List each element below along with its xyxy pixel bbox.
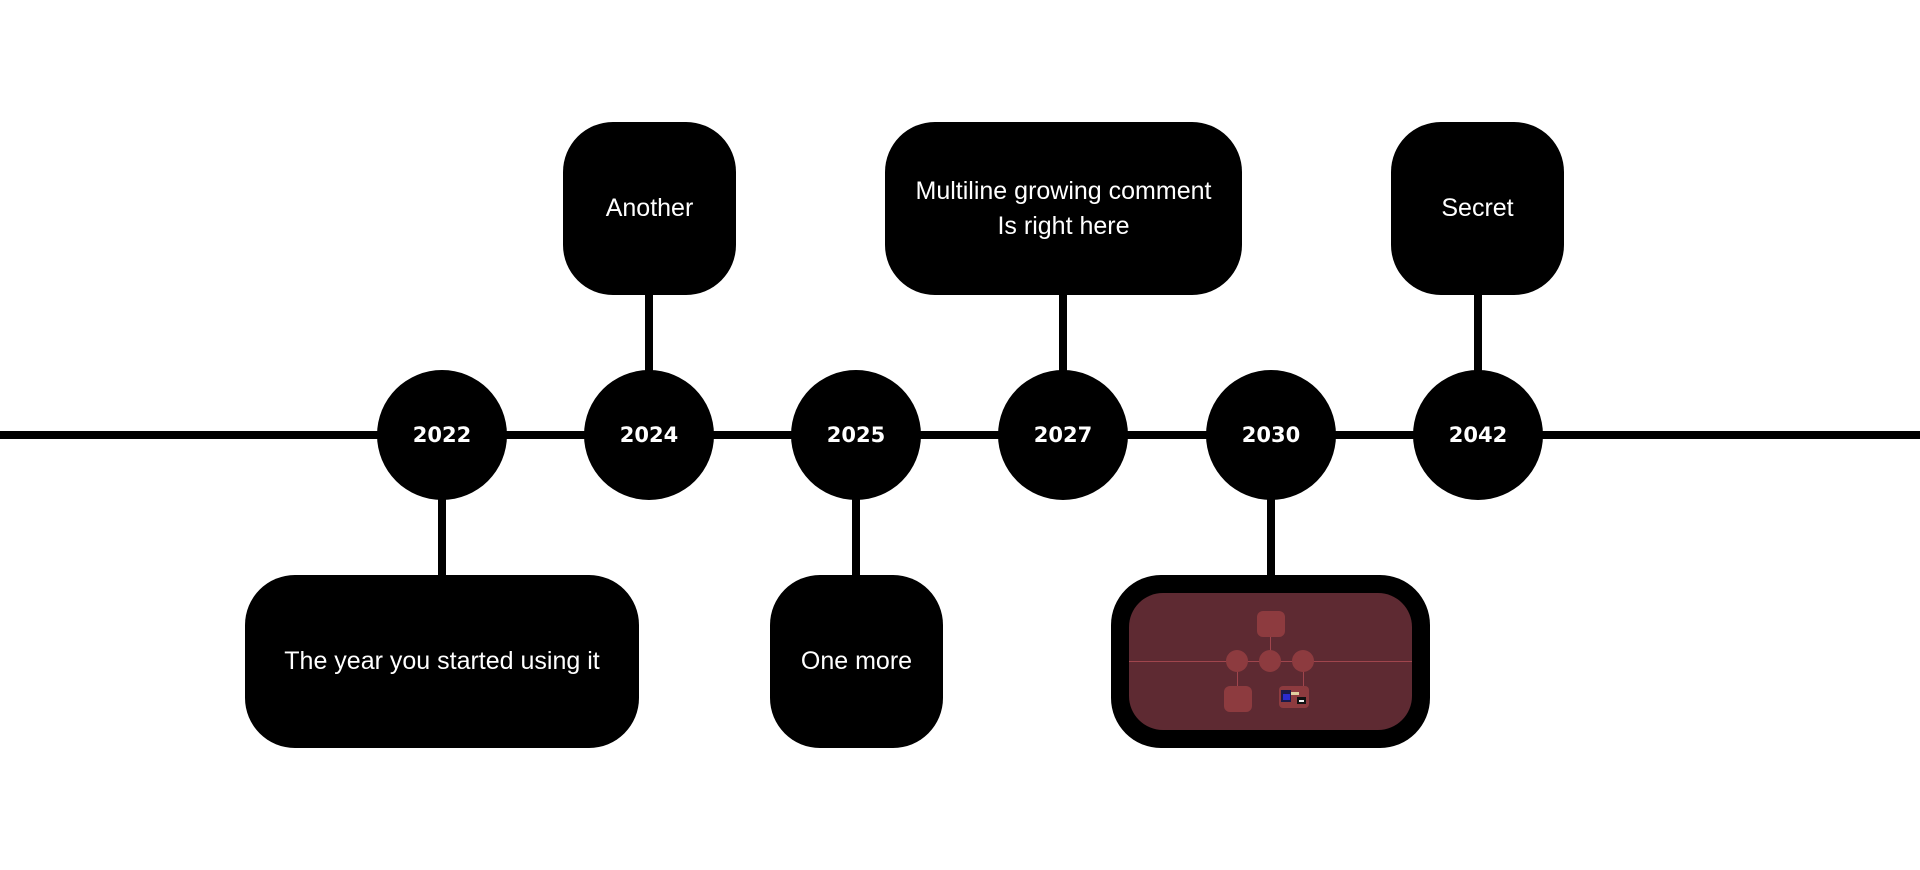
- connector-2022: [438, 490, 446, 580]
- year-node-2022[interactable]: 2022: [377, 370, 507, 500]
- year-label: 2025: [826, 423, 886, 447]
- preview-connector: [1237, 670, 1238, 690]
- year-node-2030[interactable]: 2030: [1206, 370, 1336, 500]
- preview-nested-thumbnail: [1279, 686, 1309, 708]
- preview-node: [1226, 650, 1248, 672]
- comment-card-2024[interactable]: Another: [563, 122, 736, 295]
- preview-node: [1259, 650, 1281, 672]
- preview-connector: [1270, 631, 1271, 653]
- year-node-2025[interactable]: 2025: [791, 370, 921, 500]
- timeline-axis: [0, 431, 1920, 439]
- year-node-2027[interactable]: 2027: [998, 370, 1128, 500]
- year-label: 2022: [412, 423, 472, 447]
- preview-thumbnail: [1129, 593, 1412, 730]
- preview-card: [1257, 611, 1285, 637]
- preview-card: [1224, 686, 1252, 712]
- comment-text: Secret: [1441, 194, 1514, 222]
- comment-text: One more: [800, 647, 913, 675]
- comment-text: The year you started using it: [284, 647, 600, 675]
- year-node-2024[interactable]: 2024: [584, 370, 714, 500]
- year-node-2042[interactable]: 2042: [1413, 370, 1543, 500]
- preview-connector: [1303, 670, 1304, 688]
- connector-2042: [1474, 290, 1482, 380]
- preview-card-2030[interactable]: [1111, 575, 1430, 748]
- connector-2025: [852, 490, 860, 580]
- preview-node: [1292, 650, 1314, 672]
- connector-2024: [645, 290, 653, 380]
- connector-2030: [1267, 490, 1275, 580]
- comment-text: Multiline growing comment Is right here: [915, 176, 1212, 240]
- year-label: 2042: [1448, 423, 1508, 447]
- year-label: 2030: [1241, 423, 1301, 447]
- comment-card-2022[interactable]: The year you started using it: [245, 575, 639, 748]
- comment-card-2025[interactable]: One more: [770, 575, 943, 748]
- year-label: 2024: [619, 423, 679, 447]
- connector-2027: [1059, 290, 1067, 380]
- comment-card-2042[interactable]: Secret: [1391, 122, 1564, 295]
- year-label: 2027: [1033, 423, 1093, 447]
- comment-card-2027[interactable]: Multiline growing comment Is right here: [885, 122, 1242, 295]
- comment-text: Another: [605, 194, 694, 222]
